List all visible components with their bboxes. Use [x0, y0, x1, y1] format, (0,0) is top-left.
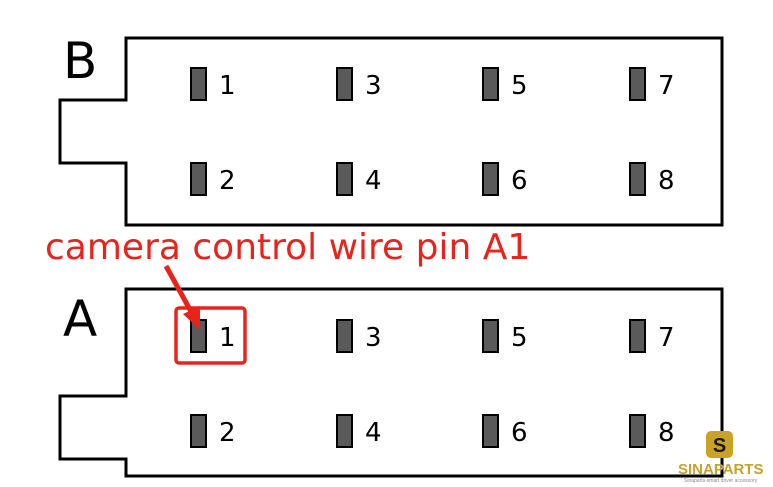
pin-b5 — [482, 67, 499, 101]
pin-a2-label: 2 — [219, 418, 236, 448]
sinaparts-logo: S SINAPARTS Sinaparts-smart driver acces… — [678, 431, 764, 484]
annotation-text: camera control wire pin A1 — [45, 227, 530, 268]
pin-b7-label: 7 — [658, 71, 675, 101]
pin-a5 — [482, 319, 499, 353]
pin-b7 — [629, 67, 646, 101]
pin-a6 — [482, 414, 499, 448]
pin-a3 — [336, 319, 353, 353]
pin-b2-label: 2 — [219, 166, 236, 196]
pin-b5-label: 5 — [511, 71, 528, 101]
annotation-arrowhead — [183, 306, 200, 330]
connector-a-label: A — [63, 290, 97, 348]
connector-a-pins: 1 3 5 7 2 4 6 8 — [190, 319, 675, 448]
pin-a7-label: 7 — [658, 323, 675, 353]
pin-b2 — [190, 162, 207, 196]
highlight-box-pin-a1 — [174, 306, 247, 365]
pin-a7 — [629, 319, 646, 353]
pin-b8-label: 8 — [658, 166, 675, 196]
connector-b: B 1 3 5 7 2 4 6 8 — [58, 32, 724, 227]
pin-b3 — [336, 67, 353, 101]
connector-b-housing — [58, 36, 724, 227]
pin-b8 — [629, 162, 646, 196]
pin-a4 — [336, 414, 353, 448]
pin-a4-label: 4 — [365, 418, 382, 448]
pin-b1-label: 1 — [219, 71, 236, 101]
pin-annotation: camera control wire pin A1 — [45, 227, 530, 365]
pin-b3-label: 3 — [365, 71, 382, 101]
pin-a2 — [190, 414, 207, 448]
pin-b4 — [336, 162, 353, 196]
logo-tagline: Sinaparts-smart driver accessory — [684, 478, 758, 484]
logo-badge-icon — [706, 431, 733, 458]
pin-a5-label: 5 — [511, 323, 528, 353]
pin-a1-label: 1 — [219, 323, 236, 353]
connector-a: A 1 3 5 7 2 4 6 8 — [58, 287, 724, 478]
pin-a8 — [629, 414, 646, 448]
pin-b1 — [190, 67, 207, 101]
pin-b6-label: 6 — [511, 166, 528, 196]
pin-a3-label: 3 — [365, 323, 382, 353]
pin-a8-label: 8 — [658, 418, 675, 448]
pin-b6 — [482, 162, 499, 196]
connector-b-pins: 1 3 5 7 2 4 6 8 — [190, 67, 675, 196]
connector-a-housing — [58, 287, 724, 478]
pin-a6-label: 6 — [511, 418, 528, 448]
pin-b4-label: 4 — [365, 166, 382, 196]
connector-b-label: B — [63, 32, 97, 90]
logo-badge-letter: S — [713, 435, 726, 457]
logo-name: SINAPARTS — [678, 461, 764, 478]
